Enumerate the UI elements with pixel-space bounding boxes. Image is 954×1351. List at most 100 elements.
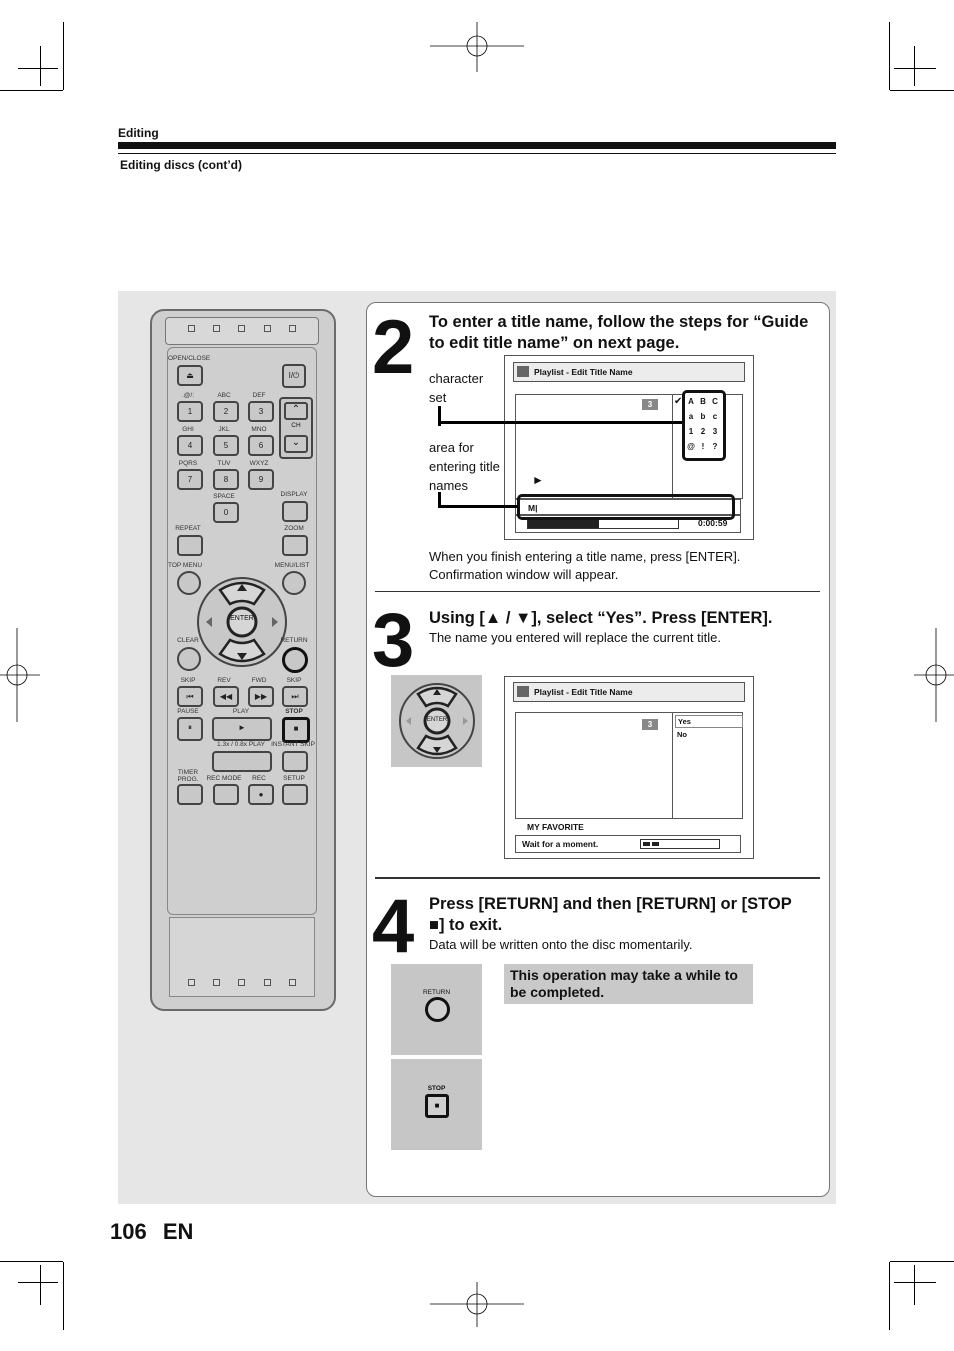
key0-letters: SPACE [213,493,235,500]
char-key[interactable]: 1 [688,427,694,436]
nav-pad-icon [399,683,475,759]
char-key[interactable]: b [700,412,706,421]
key1-letters: .@/: [181,392,195,399]
channel-rocker[interactable]: ⌃ CH ⌄ [279,397,313,459]
key8-letters: TUV [217,460,231,467]
menu-list-button[interactable] [282,571,306,595]
key-0[interactable]: 0 [213,502,239,523]
yes-option[interactable]: Yes [675,715,743,728]
title-name-value: MY FAVORITE [527,822,584,832]
step-3-subtitle: The name you entered will replace the cu… [429,630,721,645]
stop-button[interactable]: ■ [282,717,310,743]
crop-mark [18,1282,58,1283]
key-6[interactable]: 6 [248,435,274,456]
key-8[interactable]: 8 [213,469,239,490]
play-button[interactable]: ► [212,717,272,741]
key-5[interactable]: 5 [213,435,239,456]
char-key[interactable]: B [700,397,706,406]
return-thumb-label: RETURN [422,989,451,996]
progress-segment [643,842,650,846]
rev-button[interactable]: ◀◀ [213,686,239,707]
key-9[interactable]: 9 [248,469,274,490]
step-2-title: To enter a title name, follow the steps … [429,313,809,352]
status-progress [640,839,720,849]
char-key[interactable]: a [688,412,694,421]
channel-up-icon[interactable]: ⌃ [284,402,308,420]
return-button[interactable] [282,647,308,673]
char-key[interactable]: 3 [712,427,718,436]
char-key[interactable]: 2 [700,427,706,436]
key-7[interactable]: 7 [177,469,203,490]
progress-fill [528,520,599,528]
crop-mark [40,1265,41,1305]
crop-mark [0,90,63,91]
confirm-screen: Playlist - Edit Title Name 3 Yes No MY F… [504,676,754,859]
status-row: Wait for a moment. [515,835,741,853]
screen-title: Playlist - Edit Title Name [534,367,633,377]
fwd-button[interactable]: ▶▶ [248,686,274,707]
skip-fwd-button[interactable]: ⏭ [282,686,308,707]
registration-mark-right [914,628,954,722]
clear-button[interactable] [177,647,201,671]
display-button[interactable] [282,501,308,522]
time-readout: 0:00:59 [698,518,728,528]
key-3[interactable]: 3 [248,401,274,422]
crop-mark [0,1261,63,1262]
enter-button[interactable]: ENTER [230,615,254,622]
char-key[interactable]: ! [701,442,705,451]
instant-skip-button[interactable] [282,751,308,772]
power-button[interactable]: I/⏻ [282,364,306,388]
zoom-button[interactable] [282,535,308,556]
key-2[interactable]: 2 [213,401,239,422]
char-key[interactable]: ? [712,442,718,451]
header-rule-thin [118,153,836,154]
navigation-pad[interactable] [196,576,288,668]
char-key[interactable]: @ [687,442,695,451]
skip-fwd-label: SKIP [286,677,302,684]
return-thumbnail: RETURN [391,964,482,1055]
char-key[interactable]: c [712,412,718,421]
open-close-label: OPEN/CLOSE [168,355,211,362]
status-text: Wait for a moment. [522,839,599,849]
clear-label: CLEAR [177,637,199,644]
key-4[interactable]: 4 [177,435,203,456]
return-label: RETURN [280,637,308,644]
slow-button[interactable] [212,751,272,772]
step-separator [375,591,820,592]
rec-mode-button[interactable] [213,784,239,805]
crop-mark [18,68,58,69]
top-menu-button[interactable] [177,571,201,595]
screen-title: Playlist - Edit Title Name [534,687,633,697]
key9-letters: WXYZ [249,460,269,467]
setup-button[interactable] [282,784,308,805]
screen-title-bar: Playlist - Edit Title Name [513,362,745,382]
no-option[interactable]: No [677,730,687,739]
crop-mark [894,68,936,69]
step-4-number: 4 [372,884,414,969]
skip-back-button[interactable]: ⏮ [177,686,203,707]
step-3-title: Using [▲ / ▼], select “Yes”. Press [ENTE… [429,609,773,627]
led [289,979,296,986]
play-icon: ► [532,473,544,487]
progress-segment [652,842,659,846]
key-1[interactable]: 1 [177,401,203,422]
pane-divider [672,713,673,818]
channel-down-icon[interactable]: ⌄ [284,435,308,453]
setup-label: SETUP [283,775,305,782]
timer-prog-button[interactable] [177,784,203,805]
enter-pad-thumbnail: ENTER [391,675,482,767]
open-close-button[interactable]: ⏏ [177,365,203,386]
char-key[interactable]: C [712,397,718,406]
step-4-subtitle: Data will be written onto the disc momen… [429,937,693,952]
charset-label: character set [429,371,484,405]
crop-mark [63,22,64,90]
repeat-button[interactable] [177,535,203,556]
rec-mode-label: REC MODE [206,775,242,782]
section-label: Editing [118,126,159,140]
char-key[interactable]: A [688,397,694,406]
input-highlight [517,494,735,520]
title-number-tag: 3 [642,719,658,730]
rec-button[interactable]: ● [248,784,274,805]
pause-button[interactable]: ⏸ [177,717,203,741]
timer-prog-label: TIMER PROG. [177,769,199,783]
